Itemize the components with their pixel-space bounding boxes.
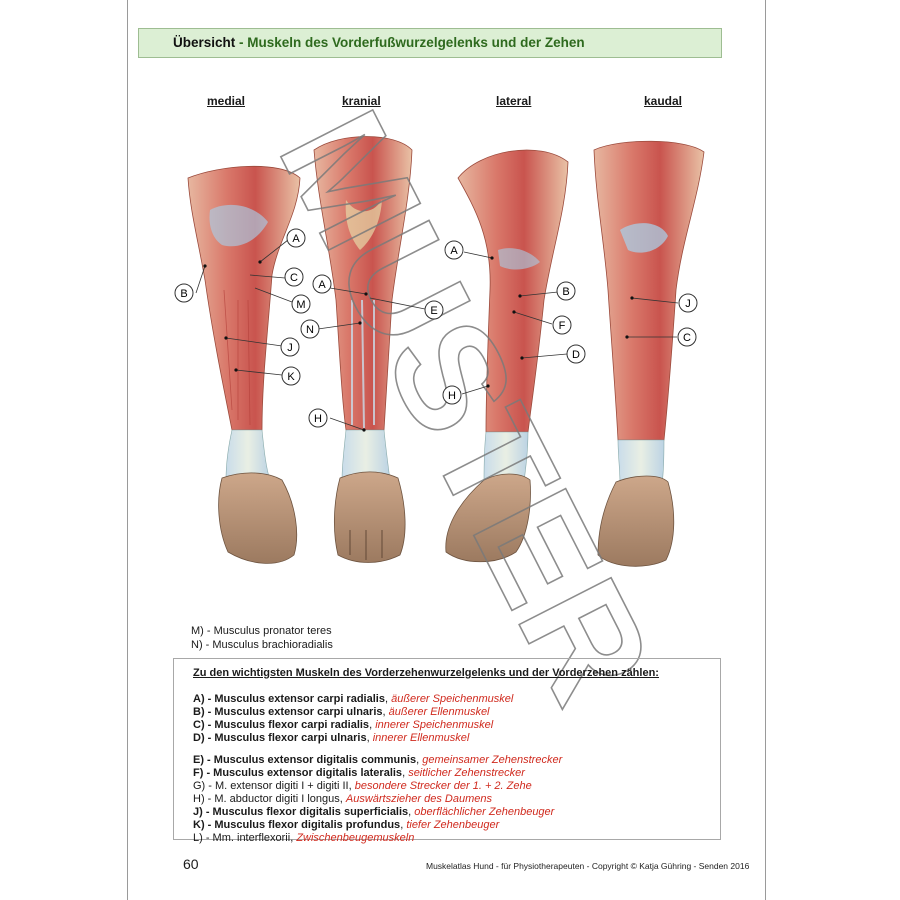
legend-item: A) - Musculus extensor carpi radialis, ä… [193,693,514,705]
legend-heading: Zu den wichtigsten Muskeln des Vorderzeh… [193,667,659,679]
svg-text:A: A [318,279,326,291]
marker-kranial-a: A [312,274,332,294]
svg-text:D: D [572,349,580,361]
page-title: Übersicht - Muskeln des Vorderfußwurzelg… [138,28,722,58]
svg-text:A: A [292,233,300,245]
marker-lateral-f: F [552,315,572,335]
svg-text:E: E [430,305,437,317]
svg-text:J: J [287,342,293,354]
marker-lateral-h: H [442,385,462,405]
svg-text:C: C [683,332,691,344]
svg-text:N: N [306,324,314,336]
title-strong: Übersicht [173,35,236,50]
legend-item: L) - Mm. interflexorii, Zwischenbeugemus… [193,832,415,844]
legend-item: D) - Musculus flexor carpi ulnaris, inne… [193,732,470,744]
marker-kranial-e: E [424,300,444,320]
svg-text:C: C [290,272,298,284]
svg-text:A: A [450,245,458,257]
marker-medial-c: C [284,267,304,287]
view-label-kaudal: kaudal [644,94,683,108]
view-label-kranial: kranial [342,94,381,108]
legend-item: B) - Musculus extensor carpi ulnaris, äu… [193,706,490,718]
marker-medial-b: B [174,283,194,303]
legend-item: H) - M. abductor digiti I longus, Auswär… [193,793,492,805]
legend-item: J) - Musculus flexor digitalis superfici… [193,806,555,818]
svg-text:F: F [559,320,566,332]
svg-text:K: K [287,371,295,383]
leg-lateral [445,149,569,563]
marker-dots [203,256,634,432]
marker-lateral-d: D [566,344,586,364]
marker-medial-j: J [280,337,300,357]
legend-item: G) - M. extensor digiti I + digiti II, b… [193,780,532,792]
marker-note-m: M) - Musculus pronator teres [191,625,332,637]
view-label-lateral: lateral [496,94,532,108]
view-label-medial: medial [207,94,246,108]
marker-lateral-a: A [444,240,464,260]
legend-item: C) - Musculus flexor carpi radialis, inn… [193,719,494,731]
title-rest: - Muskeln des Vorderfußwurzelgelenks und… [235,35,585,50]
page-number: 60 [183,856,199,872]
marker-medial-a: A [286,228,306,248]
leg-kaudal [593,140,705,567]
marker-medial-k: K [281,366,301,386]
leg-medial [187,165,301,564]
svg-text:H: H [448,390,456,402]
marker-kranial-h: H [308,408,328,428]
marker-lateral-b: B [556,281,576,301]
marker-kranial-n: N [300,319,320,339]
legend-item: F) - Musculus extensor digitalis lateral… [193,767,525,779]
marker-note-n: N) - Musculus brachioradialis [191,639,333,651]
svg-text:B: B [180,288,187,300]
svg-text:M: M [296,299,305,311]
leader-lines [195,239,679,431]
svg-text:J: J [685,298,691,310]
marker-kaudal-c: C [677,327,697,347]
leg-kranial [313,136,413,563]
marker-kaudal-j: J [678,293,698,313]
marker-medial-m: M [291,294,311,314]
svg-text:H: H [314,413,322,425]
legend-item: E) - Musculus extensor digitalis communi… [193,754,563,766]
legend-item: K) - Musculus flexor digitalis profundus… [193,819,500,831]
legend-box [173,658,721,840]
footer-copyright: Muskelatlas Hund - für Physiotherapeuten… [426,861,750,871]
svg-text:B: B [562,286,569,298]
marker-labels: A B C M J K A N E H A B F D H J C [174,228,698,428]
